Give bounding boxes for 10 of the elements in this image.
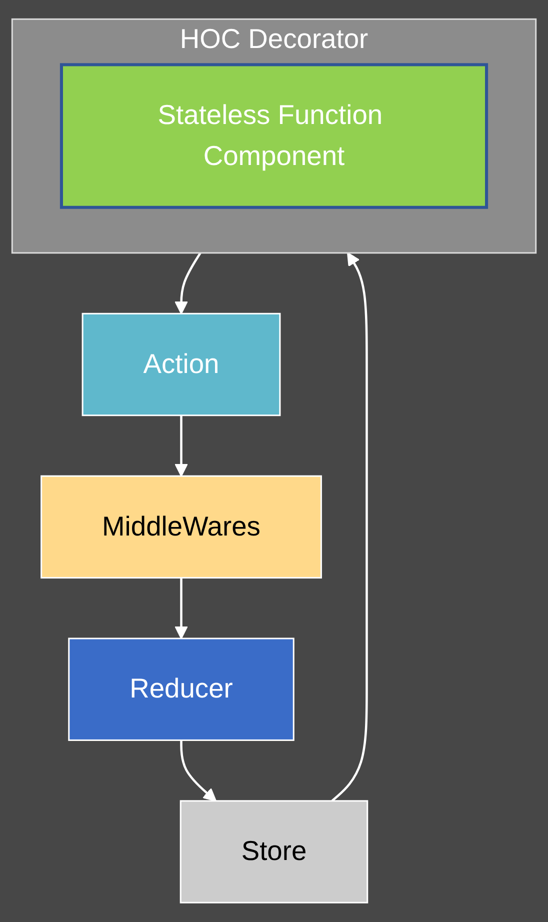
node-box: Reducer: [68, 638, 294, 742]
node-box: Store: [180, 800, 368, 904]
arrow: [180, 740, 217, 802]
node-box: Stateless Function Component: [60, 63, 488, 209]
arrow: [174, 415, 188, 477]
arrow: [174, 578, 188, 640]
node-box: MiddleWares: [40, 475, 322, 579]
arrow: [331, 252, 368, 802]
node-box: Action: [82, 312, 281, 416]
arrow: [174, 252, 202, 314]
